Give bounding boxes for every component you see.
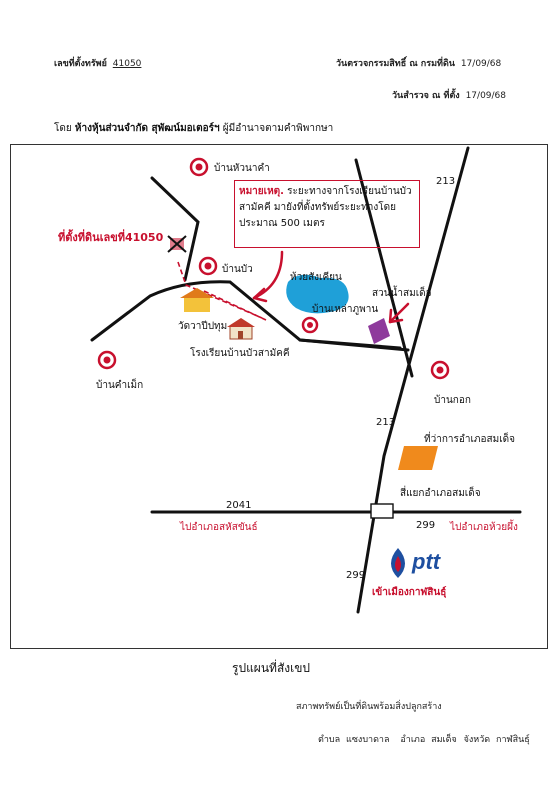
label-road-299-bottom: 299 xyxy=(346,570,366,581)
intersection-marker xyxy=(370,503,394,519)
property-no-label: เลขที่ตั้งทรัพย์ xyxy=(54,59,107,69)
property-no-value: 41050 xyxy=(112,59,142,69)
label-suan-nam-somdet: สวนน้ำสมเด็จ xyxy=(372,288,432,299)
note-arrow xyxy=(252,250,284,300)
road-to-ban-hua-na-kham xyxy=(150,176,200,282)
temple-icon xyxy=(180,288,214,312)
by-company: ห้างหุ้นส่วนจำกัด สุพัฒน์มอเตอร์ฯ xyxy=(74,123,220,134)
label-ban-hua-na-kham: บ้านหัวนาคำ xyxy=(214,163,270,174)
by-prefix: โดย xyxy=(54,123,72,134)
authority-line: โดย ห้างหุ้นส่วนจำกัด สุพัฒน์มอเตอร์ฯ ผู… xyxy=(54,121,333,136)
label-land-location: ที่ตั้งที่ดินเลขที่41050 xyxy=(58,228,163,246)
road-west-curve xyxy=(90,280,402,350)
label-ban-lao-phu-phan: บ้านเหล่าภูพาน xyxy=(312,304,379,315)
footer-title: รูปแผนที่สังเขป xyxy=(232,661,311,675)
road-ban-lao-phu-phan xyxy=(298,338,410,352)
label-road-2041: 2041 xyxy=(226,500,252,511)
village-icon xyxy=(97,157,450,380)
amphoe-value: สมเด็จ xyxy=(431,735,457,745)
note-text: ระยะทางจากโรงเรียนบ้านบัวสามัคคี มายังที… xyxy=(239,186,412,229)
label-school: โรงเรียนบ้านบัวสามัคคี xyxy=(190,348,290,359)
note-box: หมายเหตุ. ระยะทางจากโรงเรียนบ้านบัวสามัค… xyxy=(234,180,420,248)
note-title: หมายเหตุ. xyxy=(239,186,284,197)
province-label: จังหวัด xyxy=(463,735,491,745)
label-to-sahatsakhan: ไปอำเภอสหัสขันธ์ xyxy=(180,522,258,533)
province-value: กาฬสินธุ์ xyxy=(496,735,530,745)
label-huai-sang-thian: ห้วยสังเคียน xyxy=(290,272,342,283)
map-frame xyxy=(10,144,548,649)
dashed-route xyxy=(177,261,263,319)
label-to-huai-phueng: ไปอำเภอห้วยผึ้ง xyxy=(450,522,518,533)
road-north-branch xyxy=(354,158,414,378)
water-park-icon xyxy=(368,318,390,344)
tambon-value: แซงบาดาล xyxy=(346,735,390,745)
land-location-no: เลขที่41050 xyxy=(99,231,164,244)
land-location-icon xyxy=(167,235,187,253)
inspect-date-value: 17/09/68 xyxy=(460,59,502,69)
inspect-date: วันตรวจกรรมสิทธิ์ ณ กรมที่ดิน 17/09/68 xyxy=(336,56,501,70)
survey-date: วันสำรวจ ณ ที่ตั้ง 17/09/68 xyxy=(392,88,506,102)
survey-date-value: 17/09/68 xyxy=(465,91,506,101)
school-icon xyxy=(227,318,255,340)
label-road-213-mid: 213 xyxy=(376,417,396,428)
park-arrow xyxy=(388,302,410,324)
label-ban-kham-mek: บ้านคำเม็ก xyxy=(96,380,144,391)
amphoe-label: อำเภอ xyxy=(400,735,426,745)
water-body-icon xyxy=(286,274,349,314)
label-road-213-top: 213 xyxy=(436,176,456,187)
ptt-logo-text: ptt xyxy=(412,549,441,574)
label-intersection: สี่แยกอำเภอสมเด็จ xyxy=(400,488,481,499)
survey-date-label: วันสำรวจ ณ ที่ตั้ง xyxy=(392,91,460,101)
label-district-office: ที่ว่าการอำเภอสมเด็จ xyxy=(424,434,515,445)
label-ban-bua: บ้านบัว xyxy=(222,264,253,275)
label-wat-wapi-pathum: วัดวาปีปทุม xyxy=(178,321,228,332)
ptt-logo-icon xyxy=(391,548,405,578)
tambon-label: ตำบล xyxy=(318,735,341,745)
land-location-prefix: ที่ตั้งที่ดิน xyxy=(58,231,100,244)
label-to-kalasin: เข้าเมืองกาฬสินธุ์ xyxy=(372,587,447,598)
property-no: เลขที่ตั้งทรัพย์ 41050 xyxy=(54,56,141,70)
label-road-299-right: 299 xyxy=(416,520,436,531)
by-suffix: ผู้มีอำนาจตามคำพิพากษา xyxy=(222,123,334,134)
dashed-route-school xyxy=(203,290,267,321)
inspect-date-label: วันตรวจกรรมสิทธิ์ ณ กรมที่ดิน xyxy=(336,59,455,69)
district-office-icon xyxy=(398,446,438,470)
label-ban-kok: บ้านกอก xyxy=(434,395,471,406)
road-213 xyxy=(356,146,470,614)
footer-location: ตำบล แซงบาดาล อำเภอ สมเด็จ จังหวัด กาฬสิ… xyxy=(318,732,530,746)
footer-subtitle: สภาพทรัพย์เป็นที่ดินพร้อมสิ่งปลูกสร้าง xyxy=(296,702,442,712)
